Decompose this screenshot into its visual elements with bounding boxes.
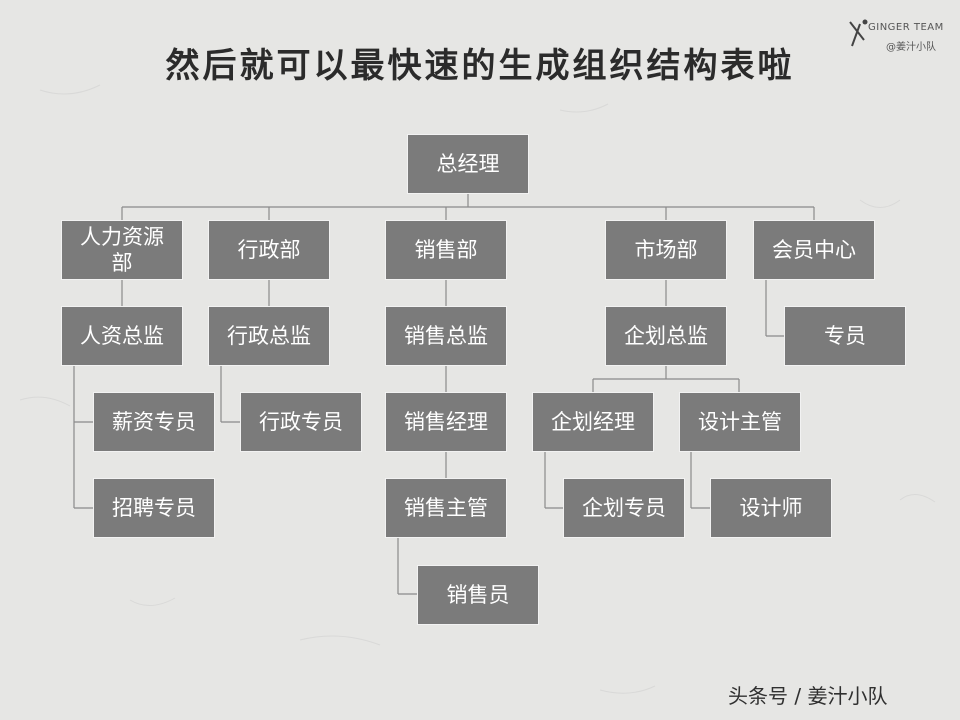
node-sales-supervisor: 销售主管 [385,478,507,538]
node-sales-department: 销售部 [385,220,507,280]
ginger-team-logo: GINGER TEAM @姜汁小队 [846,16,956,56]
node-sales-manager: 销售经理 [385,392,507,452]
node-planning-director: 企划总监 [605,306,727,366]
node-recruitment-specialist: 招聘专员 [93,478,215,538]
node-sales-director: 销售总监 [385,306,507,366]
node-admin-department: 行政部 [208,220,330,280]
node-designer: 设计师 [710,478,832,538]
logo-name: GINGER TEAM [868,22,944,33]
page-title: 然后就可以最快速的生成组织结构表啦 [165,46,795,86]
node-marketing-department: 市场部 [605,220,727,280]
footer-watermark: 头条号 / 姜汁小队 [728,684,888,708]
node-admin-director: 行政总监 [208,306,330,366]
node-salary-specialist: 薪资专员 [93,392,215,452]
node-hr-director: 人资总监 [61,306,183,366]
logo-subtitle: @姜汁小队 [886,42,936,53]
node-planning-manager: 企划经理 [532,392,654,452]
node-general-manager: 总经理 [407,134,529,194]
node-member-specialist: 专员 [784,306,906,366]
node-salesperson: 销售员 [417,565,539,625]
ginger-logo-icon [849,19,868,47]
node-member-center: 会员中心 [753,220,875,280]
node-design-lead: 设计主管 [679,392,801,452]
node-admin-specialist: 行政专员 [240,392,362,452]
node-planning-specialist: 企划专员 [563,478,685,538]
node-hr-department: 人力资源部 [61,220,183,280]
